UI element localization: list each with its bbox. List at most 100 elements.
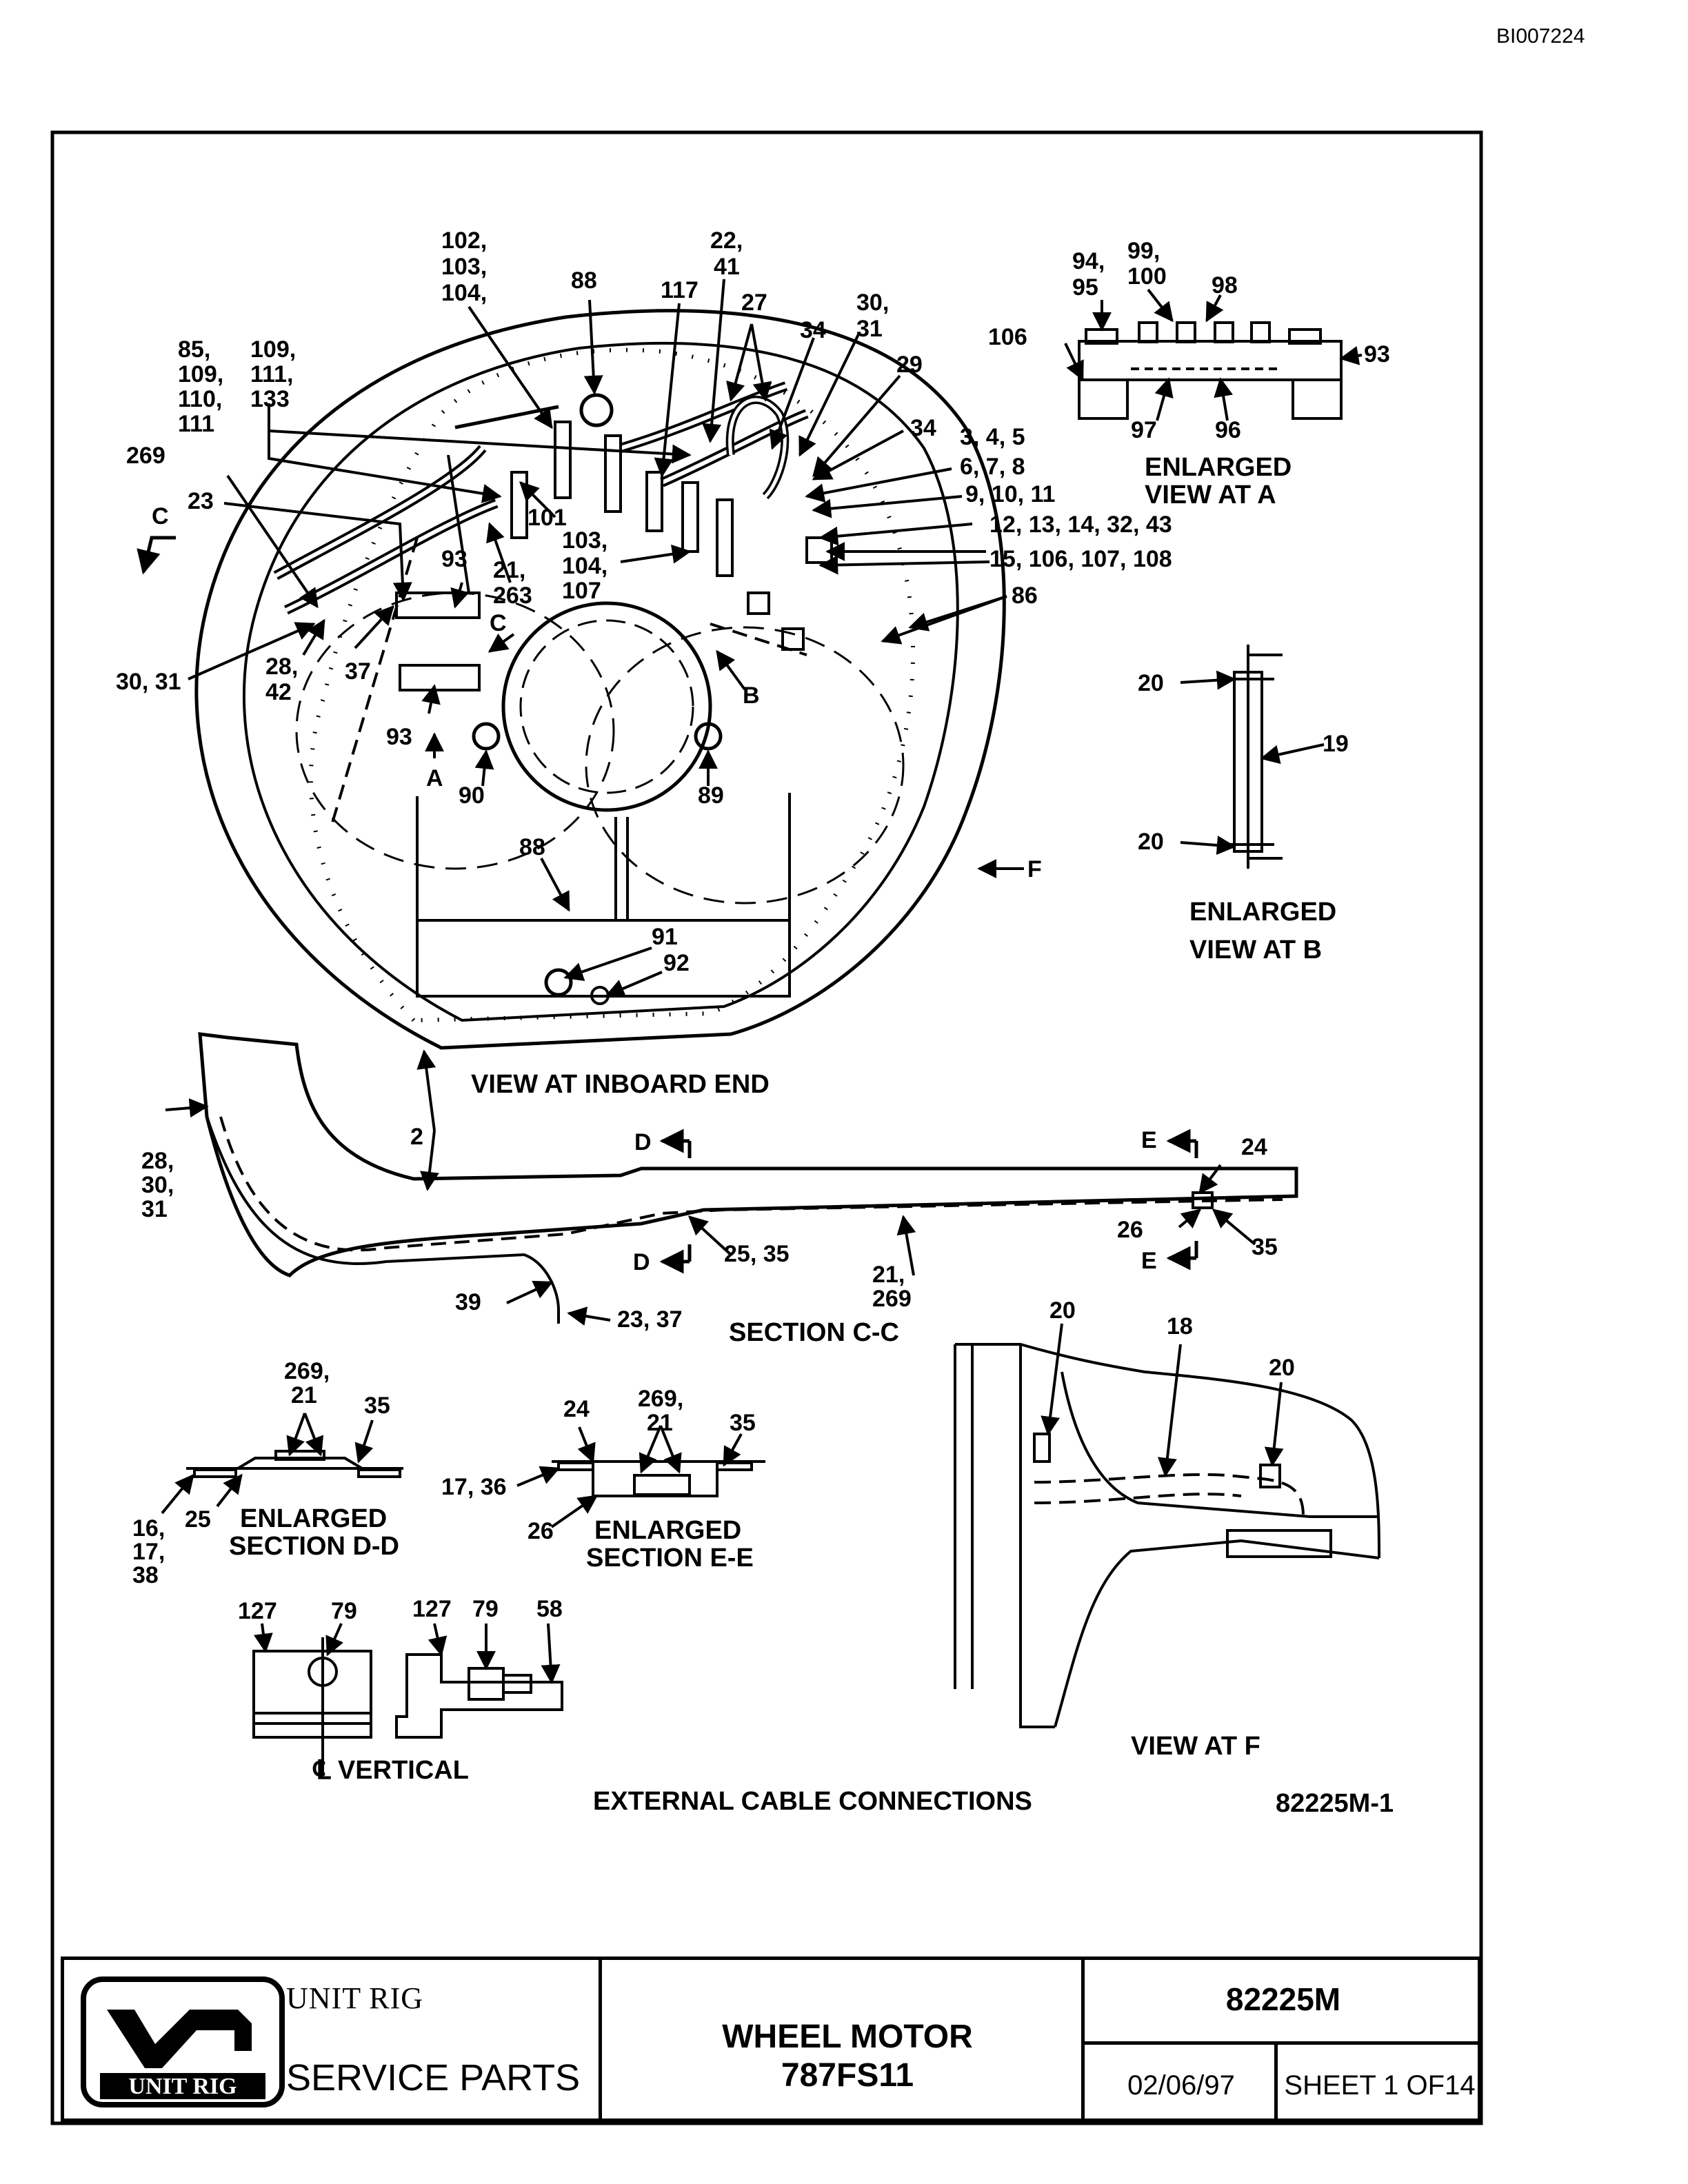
inboard-end-view: [194, 309, 1006, 1050]
callout: 22,: [710, 228, 743, 254]
callout: 2: [410, 1124, 423, 1150]
callout: 79: [331, 1598, 357, 1624]
caption-view-a-line1: ENLARGED: [1145, 453, 1292, 482]
callout: 30,: [141, 1172, 174, 1198]
callout: 110,: [178, 386, 222, 412]
callout: 31: [141, 1196, 168, 1222]
callout: 86: [1012, 583, 1038, 609]
logo-text: UNIT RIG: [128, 2074, 237, 2099]
callout: 133: [250, 386, 290, 412]
callout: 21: [291, 1382, 317, 1408]
caption-section-ee-line2: SECTION E-E: [586, 1544, 754, 1573]
callout: 117: [661, 277, 699, 303]
callout: 269,: [638, 1386, 683, 1412]
callout: 39: [455, 1289, 481, 1315]
callout: 97: [1131, 417, 1157, 443]
section-c-indicator: [137, 536, 176, 575]
caption-section-dd-line1: ENLARGED: [240, 1504, 387, 1533]
callout: 26: [528, 1518, 554, 1544]
callout: 12, 13, 14, 32, 43: [989, 512, 1172, 538]
callout: 20: [1269, 1355, 1295, 1381]
callout: 20: [1138, 829, 1164, 855]
callout: 101: [528, 505, 567, 531]
vertical-detail: [252, 1623, 563, 1775]
callout: 6, 7, 8: [960, 454, 1025, 480]
callout: 35: [1252, 1234, 1278, 1260]
callout: 109,: [178, 361, 223, 387]
caption-view-f: VIEW AT F: [1131, 1732, 1260, 1761]
callout: 263: [493, 583, 532, 609]
callout: 100: [1127, 263, 1167, 290]
unit-rig-logo: UNIT RIG: [81, 1976, 285, 2107]
caption-section-cc: SECTION C-C: [729, 1318, 899, 1347]
callout: 34: [800, 317, 826, 343]
callout: A: [426, 765, 443, 791]
callout: 15, 106, 107, 108: [989, 546, 1172, 572]
view-captions: ENLARGED VIEW AT A ENLARGED VIEW AT B VI…: [229, 453, 1394, 1818]
callout: 89: [698, 782, 724, 809]
callout: 35: [364, 1393, 390, 1419]
callout: D: [634, 1129, 652, 1155]
callout: C: [152, 503, 169, 529]
callout: 29: [896, 352, 923, 378]
enlarged-view-b: [1180, 645, 1325, 869]
caption-view-a-line2: VIEW AT A: [1145, 481, 1276, 509]
company-name: UNIT RIG: [286, 1981, 424, 2015]
callout: 98: [1212, 272, 1238, 299]
callout: 3, 4, 5: [960, 424, 1025, 450]
title-block: UNIT RIG UNIT RIG SERVICE PARTS WHEEL MO…: [61, 1957, 1481, 2122]
caption-vertical: ℄ VERTICAL: [312, 1756, 469, 1785]
callout: 19: [1323, 731, 1349, 757]
callout: 127: [412, 1596, 452, 1622]
inboard-leaders: [188, 279, 1024, 998]
callout: 106: [988, 324, 1027, 350]
callout: 109,: [250, 336, 296, 363]
callout: 79: [472, 1596, 499, 1622]
callout: 88: [571, 267, 597, 294]
callout: 18: [1167, 1313, 1193, 1339]
drawing-date: 02/06/97: [1127, 2070, 1235, 2101]
callout: F: [1027, 856, 1042, 882]
callout: 30,: [856, 290, 889, 316]
callout: 269: [872, 1286, 912, 1312]
callout: 16,: [132, 1515, 165, 1541]
callout: 23, 37: [617, 1306, 683, 1333]
callout: 88: [519, 834, 545, 860]
callout: 103,: [562, 527, 607, 554]
callout: 85,: [178, 336, 210, 363]
callout: 21,: [872, 1262, 905, 1288]
callout: 26: [1117, 1217, 1143, 1243]
callout: 24: [1241, 1134, 1267, 1160]
callout: 30, 31: [116, 669, 181, 695]
callout: 24: [563, 1396, 590, 1422]
enlarged-section-ee: [516, 1425, 765, 1528]
callout: 21: [647, 1410, 673, 1436]
callout: 92: [663, 950, 690, 976]
callout: 93: [1364, 341, 1390, 367]
caption-section-dd-line2: SECTION D-D: [229, 1532, 399, 1561]
callout: 28,: [141, 1148, 174, 1174]
callout: 104,: [562, 553, 607, 579]
callout: 23: [188, 488, 214, 514]
callout: 35: [730, 1410, 756, 1436]
callout: 269: [126, 443, 165, 469]
callout: 111,: [250, 361, 293, 387]
caption-view-b-line1: ENLARGED: [1189, 898, 1336, 927]
caption-section-ee-line1: ENLARGED: [594, 1516, 741, 1545]
callout: 38: [132, 1562, 159, 1588]
callout: 31: [856, 316, 883, 342]
callout: 37: [345, 658, 371, 685]
callout: 269,: [284, 1358, 330, 1384]
callout: 41: [714, 254, 740, 280]
callout: 99,: [1127, 238, 1160, 264]
callout: 42: [265, 679, 292, 705]
callout: 58: [536, 1596, 563, 1622]
callout: C: [490, 610, 507, 636]
callout: 25: [185, 1506, 211, 1533]
callout: 96: [1215, 417, 1241, 443]
view-at-f: [954, 1323, 1380, 1728]
drawing-number: 82225M: [1225, 1981, 1341, 2017]
callout: B: [743, 682, 760, 709]
callout: 20: [1049, 1297, 1076, 1324]
